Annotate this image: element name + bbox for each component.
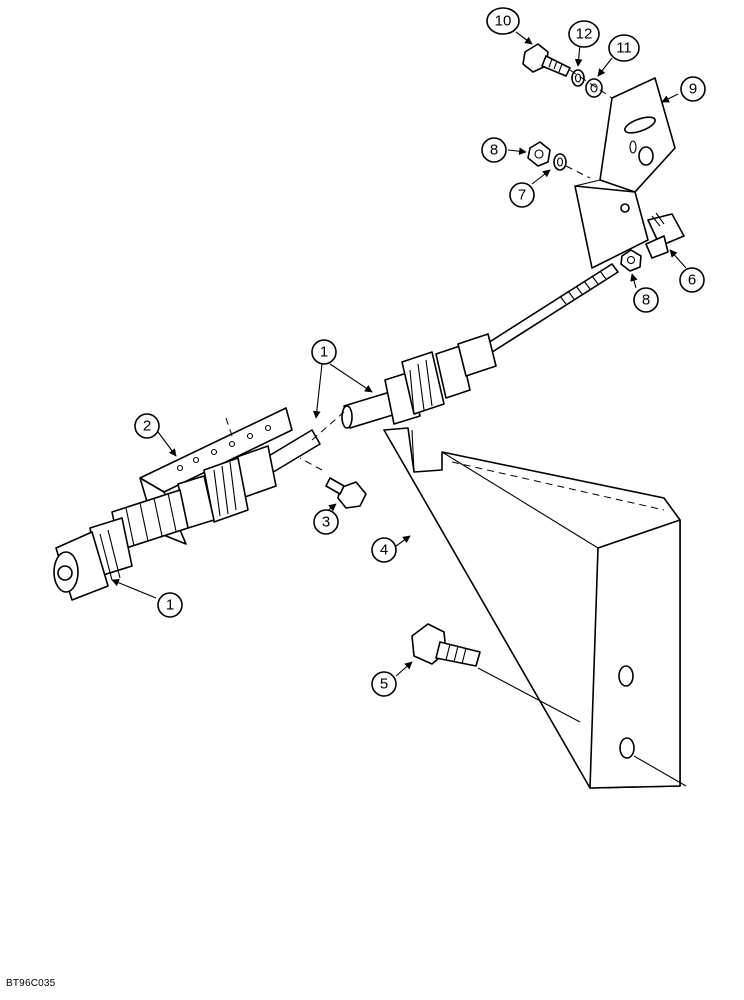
- mounting-bracket-part-4: [383, 427, 687, 789]
- callout-9-label: 9: [689, 81, 697, 98]
- callout-7-label: 7: [518, 187, 526, 204]
- callout-12: 12: [568, 20, 600, 48]
- callout-2: 2: [134, 413, 160, 439]
- callout-11-label: 11: [616, 40, 632, 57]
- bolt-part-10: [522, 43, 571, 77]
- callout-1-lower: 1: [157, 592, 183, 618]
- callout-3: 3: [313, 509, 339, 535]
- flat-washer-part-11: [585, 78, 603, 98]
- callout-8-upper: 8: [481, 137, 507, 163]
- callout-5-label: 5: [380, 676, 388, 693]
- callout-10: 10: [486, 7, 520, 35]
- cable-assembly-lower: [53, 429, 321, 601]
- cable-assembly-upper: [341, 333, 497, 429]
- callout-10-label: 10: [495, 13, 512, 30]
- callout-4: 4: [371, 537, 397, 563]
- nut-part-8-upper: [527, 141, 551, 167]
- screw-part-3: [299, 457, 367, 509]
- washer-part-7: [553, 153, 567, 171]
- callout-8-upper-label: 8: [490, 142, 498, 159]
- callout-7: 7: [509, 182, 535, 208]
- ball-joint-part-6: [645, 212, 685, 259]
- callout-5: 5: [371, 671, 397, 697]
- callout-8-lower: 8: [633, 287, 659, 313]
- callout-11: 11: [608, 34, 640, 62]
- callout-4-label: 4: [380, 542, 388, 559]
- callout-1-lower-label: 1: [166, 597, 174, 614]
- cable-threaded-end: [479, 263, 619, 357]
- callout-8-lower-label: 8: [642, 292, 650, 309]
- bent-bracket-part-9: [574, 77, 676, 269]
- callout-1-upper-label: 1: [320, 344, 328, 361]
- callout-12-label: 12: [576, 26, 593, 43]
- nut-part-8-lower: [620, 249, 642, 272]
- callout-1-upper: 1: [311, 339, 337, 365]
- callout-9: 9: [680, 76, 706, 102]
- figure-code: BT96C035: [6, 978, 56, 989]
- callout-6: 6: [679, 267, 705, 293]
- flange-bolt-part-5: [411, 623, 581, 723]
- callout-3-label: 3: [322, 514, 330, 531]
- lock-washer-part-12: [571, 69, 585, 87]
- callout-2-label: 2: [143, 418, 151, 435]
- callout-6-label: 6: [688, 272, 696, 289]
